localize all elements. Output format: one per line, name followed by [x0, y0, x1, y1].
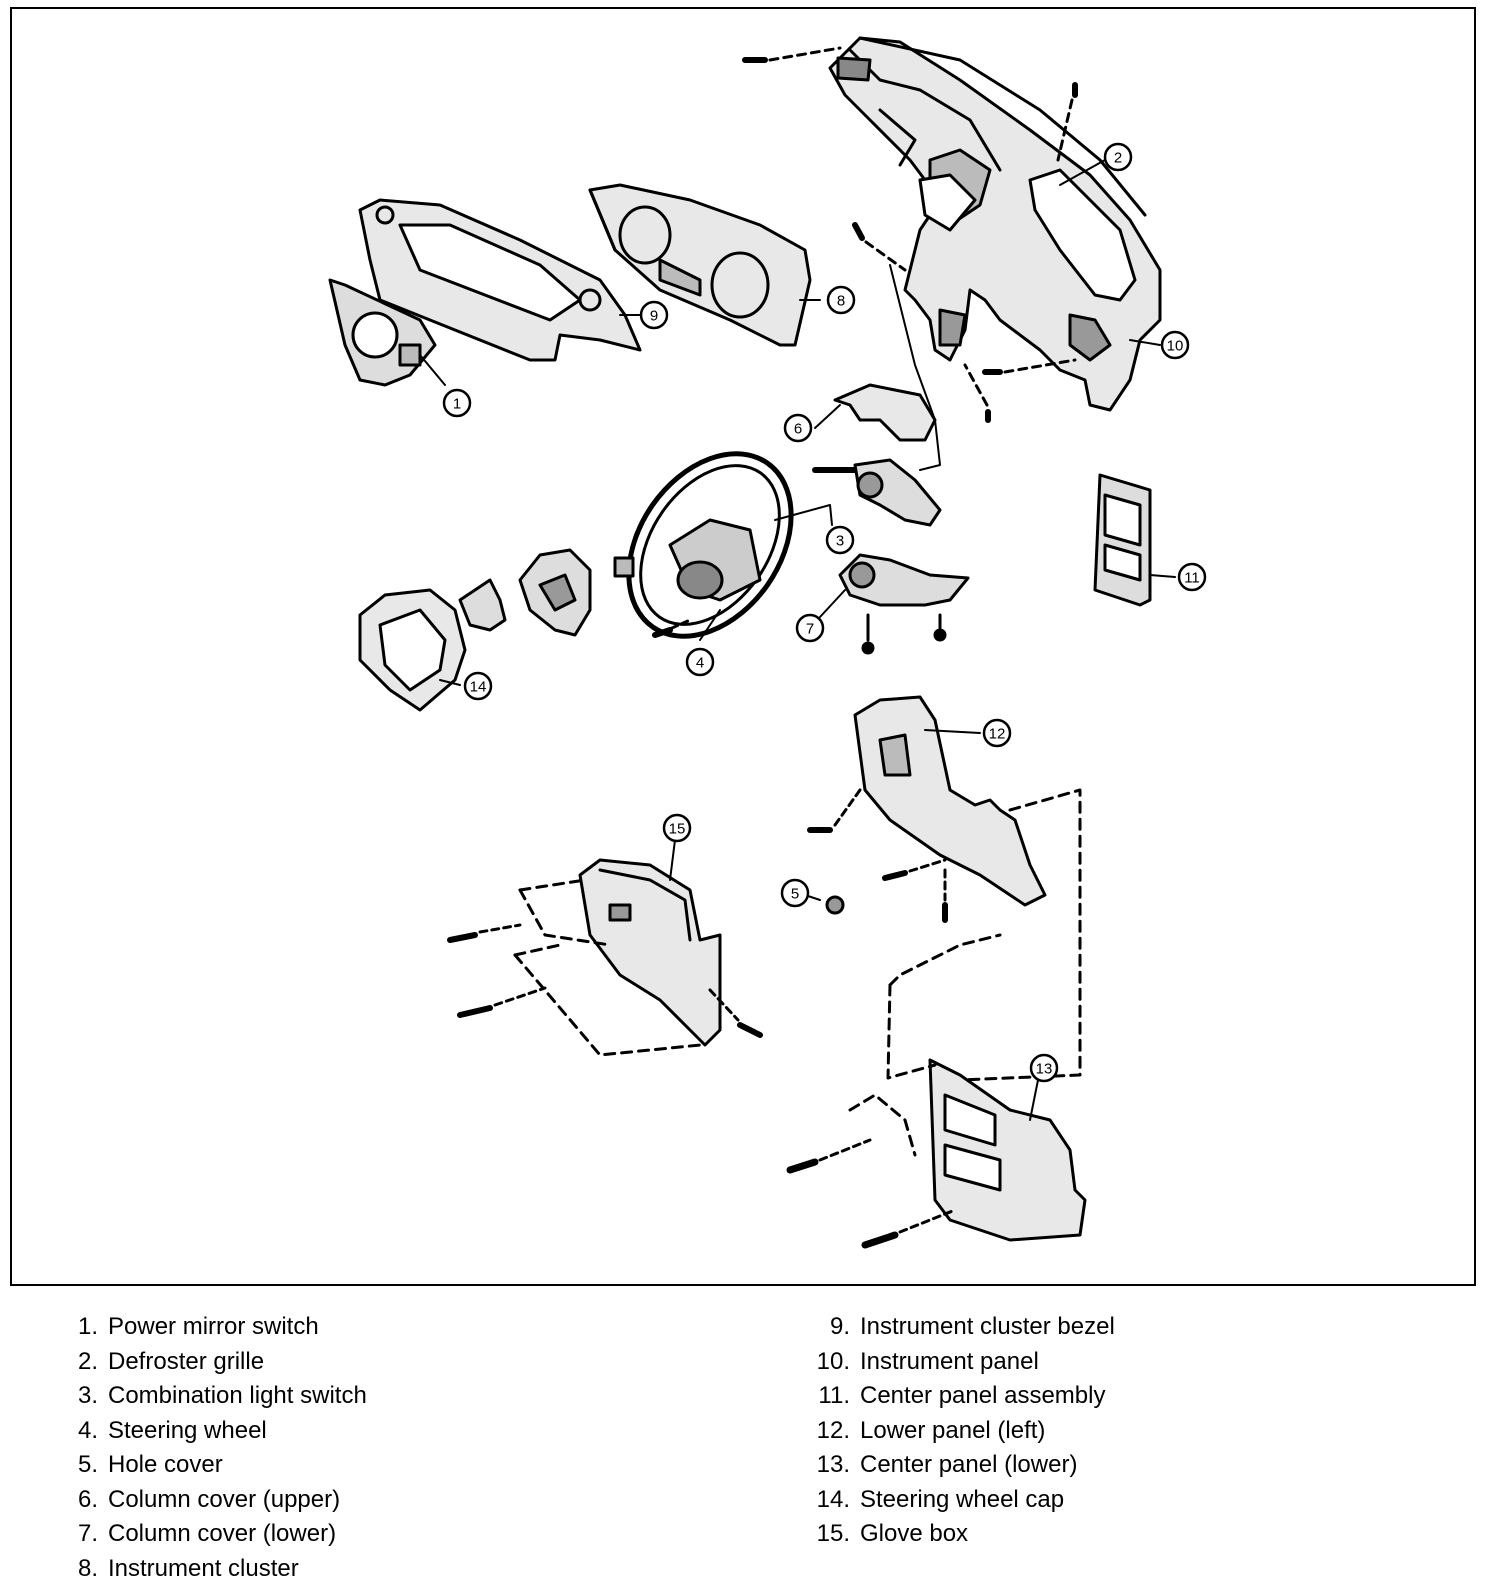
legend-label: Steering wheel: [108, 1414, 267, 1449]
callout-14: 14: [465, 673, 491, 699]
legend-left-column: 1.Power mirror switch 2.Defroster grille…: [48, 1310, 648, 1586]
legend-item: 12.Lower panel (left): [800, 1414, 1440, 1449]
instrument-panel-part: [830, 38, 1160, 410]
legend-item: 15.Glove box: [800, 1517, 1440, 1552]
legend-number: 6.: [48, 1483, 108, 1518]
callout-4: 4: [687, 649, 713, 675]
legend-label: Column cover (upper): [108, 1483, 340, 1518]
callout-7: 7: [797, 615, 823, 641]
legend-number: 1.: [48, 1310, 108, 1345]
legend-label: Lower panel (left): [860, 1414, 1045, 1449]
legend-label: Column cover (lower): [108, 1517, 336, 1552]
callout-11: 11: [1179, 564, 1205, 590]
callout-number: 6: [794, 421, 802, 438]
callout-6: 6: [785, 415, 811, 441]
legend-label: Instrument panel: [860, 1345, 1039, 1380]
legend-number: 9.: [800, 1310, 860, 1345]
legend-item: 13.Center panel (lower): [800, 1448, 1440, 1483]
column-cover-upper-part: [835, 385, 935, 440]
legend-label: Hole cover: [108, 1448, 223, 1483]
legend-number: 11.: [800, 1379, 860, 1414]
legend-item: 7.Column cover (lower): [48, 1517, 648, 1552]
callout-10: 10: [1162, 332, 1188, 358]
legend-label: Center panel (lower): [860, 1448, 1077, 1483]
callout-number: 7: [806, 621, 814, 638]
legend-label: Instrument cluster bezel: [860, 1310, 1115, 1345]
callout-number: 1: [453, 396, 461, 413]
legend-number: 3.: [48, 1379, 108, 1414]
callout-8: 8: [828, 287, 854, 313]
legend-number: 12.: [800, 1414, 860, 1449]
legend-item: 9.Instrument cluster bezel: [800, 1310, 1440, 1345]
glove-box-part: [450, 860, 760, 1055]
callout-number: 3: [836, 533, 844, 550]
legend-number: 4.: [48, 1414, 108, 1449]
legend-label: Glove box: [860, 1517, 968, 1552]
legend-number: 2.: [48, 1345, 108, 1380]
legend-number: 13.: [800, 1448, 860, 1483]
legend-label: Combination light switch: [108, 1379, 367, 1414]
legend-number: 10.: [800, 1345, 860, 1380]
callout-2: 2: [1105, 144, 1131, 170]
hole-cover-part: [827, 897, 843, 913]
legend-number: 15.: [800, 1517, 860, 1552]
legend-item: 8.Instrument cluster: [48, 1552, 648, 1586]
legend-label: Defroster grille: [108, 1345, 264, 1380]
legend-item: 10.Instrument panel: [800, 1345, 1440, 1380]
legend-item: 6.Column cover (upper): [48, 1483, 648, 1518]
callout-12: 12: [984, 720, 1010, 746]
legend-label: Instrument cluster: [108, 1552, 299, 1586]
steering-wheel-part: [595, 423, 824, 667]
legend-label: Center panel assembly: [860, 1379, 1105, 1414]
legend-number: 5.: [48, 1448, 108, 1483]
legend-item: 2.Defroster grille: [48, 1345, 648, 1380]
legend-item: 11.Center panel assembly: [800, 1379, 1440, 1414]
legend-item: 3.Combination light switch: [48, 1379, 648, 1414]
legend-number: 7.: [48, 1517, 108, 1552]
callout-1: 1: [444, 390, 470, 416]
callout-number: 4: [696, 655, 704, 672]
callout-number: 5: [791, 886, 799, 903]
callout-number: 13: [1036, 1061, 1053, 1078]
callout-5: 5: [782, 880, 808, 906]
callout-9: 9: [641, 302, 667, 328]
callout-number: 14: [470, 679, 487, 696]
callout-number: 11: [1184, 570, 1200, 587]
legend-number: 14.: [800, 1483, 860, 1518]
callout-number: 10: [1167, 338, 1184, 355]
center-panel-assembly-part: [1095, 475, 1150, 605]
callout-number: 15: [669, 821, 686, 838]
callout-number: 12: [989, 726, 1006, 743]
callout-number: 9: [650, 308, 658, 325]
legend-item: 5.Hole cover: [48, 1448, 648, 1483]
center-panel-lower-part: [790, 935, 1085, 1245]
lower-panel-left-part: [810, 697, 1080, 1080]
callout-number: 8: [837, 293, 845, 310]
legend-item: 4.Steering wheel: [48, 1414, 648, 1449]
legend-label: Power mirror switch: [108, 1310, 319, 1345]
callout-3: 3: [827, 527, 853, 553]
legend-item: 1.Power mirror switch: [48, 1310, 648, 1345]
callout-13: 13: [1031, 1055, 1057, 1081]
legend-label: Steering wheel cap: [860, 1483, 1064, 1518]
legend-number: 8.: [48, 1552, 108, 1586]
legend-item: 14.Steering wheel cap: [800, 1483, 1440, 1518]
callout-number: 2: [1114, 150, 1122, 167]
legend-right-column: 9.Instrument cluster bezel 10.Instrument…: [800, 1310, 1440, 1552]
callout-15: 15: [664, 815, 690, 841]
column-cover-lower-part: [840, 555, 968, 653]
